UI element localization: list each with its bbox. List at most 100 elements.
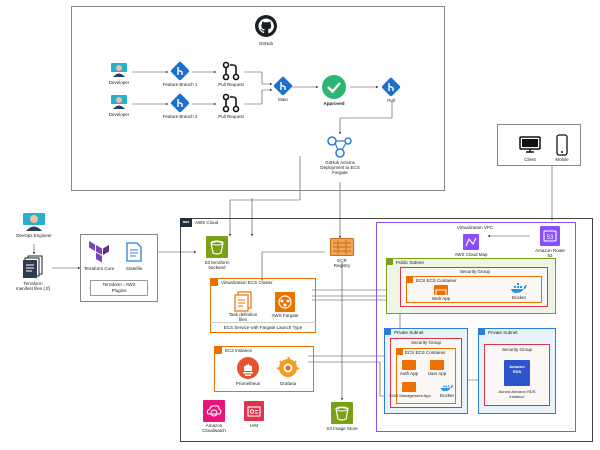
public-security-group-label: Security Group [459,269,490,274]
github-actions-line3: Fargate [332,170,348,175]
route53-icon: 53 [540,226,560,246]
ecs-service-label: ECS Service with Fargate Launch Type [223,325,303,330]
feature-branch-2-label: Feature Branch 2 [162,114,198,119]
github-logo-icon [255,15,277,37]
rds-logo-line1: Amazon [509,364,525,369]
docker-icon [440,384,454,392]
git-main-icon [273,76,293,96]
aws-cloud-icon: aws [180,218,192,227]
cloud-map-icon [463,234,479,250]
aws-cloud-label: AWS Cloud [195,220,219,225]
iam-icon [244,401,264,421]
public-ecs-container [406,276,542,303]
terraform-logo-icon [89,241,109,263]
manifest-line1: Terraform [23,281,43,286]
prometheus-label: Prometheus [235,381,261,386]
statefile-icon [126,242,142,262]
manifest-files-icon [23,255,43,278]
pull-label: Pull [387,98,395,103]
approved-check-icon [322,75,346,99]
auth-app-label: Auth App [399,371,419,376]
pull-request-2-label: Pull Request [218,114,244,119]
github-actions-line2: Deployment to ECS [320,165,360,170]
vpc-container [376,222,576,432]
private-security-group-label: Security Group [410,340,441,345]
pull-request-icon [222,93,240,113]
terraform-container [80,234,158,302]
task-def-line2: files [238,317,247,322]
rds-label-line2: instance [509,394,525,399]
vpc-label: Virtualization VPC [456,225,494,230]
private-subnet-2-label: Private Subnet [488,330,518,335]
terraform-core-label: Terraform Core [83,266,115,271]
ecs-service-bar [210,322,316,333]
ecs-cluster-container [210,278,316,333]
cloudwatch-line2: Cloudwatch [202,428,226,433]
s3-image-store-label: S3 Image Store [326,426,358,431]
developer-1-label: Developer [108,80,130,85]
route53-line2: 53 [547,253,553,258]
s3-backend-line2: backend [208,265,226,270]
git-branch-icon [170,61,190,81]
plugins-line2: Plugins [111,288,127,293]
ec2-label: EC2 Instance [225,348,253,353]
devops-engineer-label: DevOps Engineer [16,233,52,238]
s3-backend-line1: S3 terraform [204,260,230,265]
devops-engineer-icon [23,213,45,231]
private-ecs-container [396,348,456,404]
public-security-group [400,267,548,307]
ecr-line1: ECR [337,258,347,263]
developer-icon [111,95,127,109]
clients-container [497,124,581,166]
docker-2-label: Docker [439,393,455,398]
ecs-cluster-icon [210,278,218,286]
git-pull-icon [381,77,401,97]
github-actions-line1: GitHub Actions [325,160,355,165]
rds-security-group-label: Security Group [501,347,532,352]
private-subnet-1-label: Private Subnet [394,330,424,335]
cloudwatch-icon [203,400,225,422]
developer-icon [111,63,127,77]
public-ecs-label: ECS ECS Container [416,278,457,283]
public-subnet-icon [386,258,393,265]
pull-request-icon [222,61,240,81]
grafana-icon [276,356,300,377]
web-app-icon [434,285,448,297]
ec2-instance-container [214,346,314,392]
svg-text:53: 53 [547,235,554,241]
s3-image-store-icon [331,402,353,424]
public-ecs-icon [406,276,413,283]
private-ecs-label: ECS ECS Container [405,350,446,355]
pull-request-1-label: Pull Request [218,82,244,87]
cms-app-icon [402,382,416,392]
prometheus-icon [237,357,259,379]
private-ecs-icon [396,348,403,355]
github-actions-icon [327,136,352,158]
ecr-line2: Registry [333,263,351,268]
desktop-icon [519,136,541,153]
iam-label: IAM [249,423,258,428]
task-definition-icon [234,291,252,312]
feature-branch-1-label: Feature Branch 1 [162,82,198,87]
user-app-label: User App [427,371,447,376]
cloud-map-label: AWS Cloud Map [454,252,488,257]
github-title: GitHub [258,41,273,46]
rds-icon: Amazon RDS [504,360,530,386]
rds-logo-line2: RDS [512,369,522,374]
ec2-icon [214,346,222,354]
aws-cloud-container [180,218,593,442]
ecr-registry-icon [330,238,354,256]
fargate-label: AWS Fargate [271,313,299,318]
manifest-line2: manifest files (.tf) [15,286,51,291]
s3-bucket-icon [206,236,228,258]
web-app-label: Web App [431,296,451,301]
statefile-label: Statefile [125,266,143,271]
fargate-icon [275,292,295,312]
plugins-line1: Terraform - AWS [102,282,136,287]
rds-label-line1: Aurora Amazon RDS [498,389,536,394]
git-branch-icon [170,93,190,113]
cloudwatch-line1: Amazon [205,423,223,428]
developer-2-label: Developer [108,112,130,117]
docker-label: Docker [511,295,527,300]
ecs-cluster-label: Virtualization ECS Cluster [221,280,273,285]
